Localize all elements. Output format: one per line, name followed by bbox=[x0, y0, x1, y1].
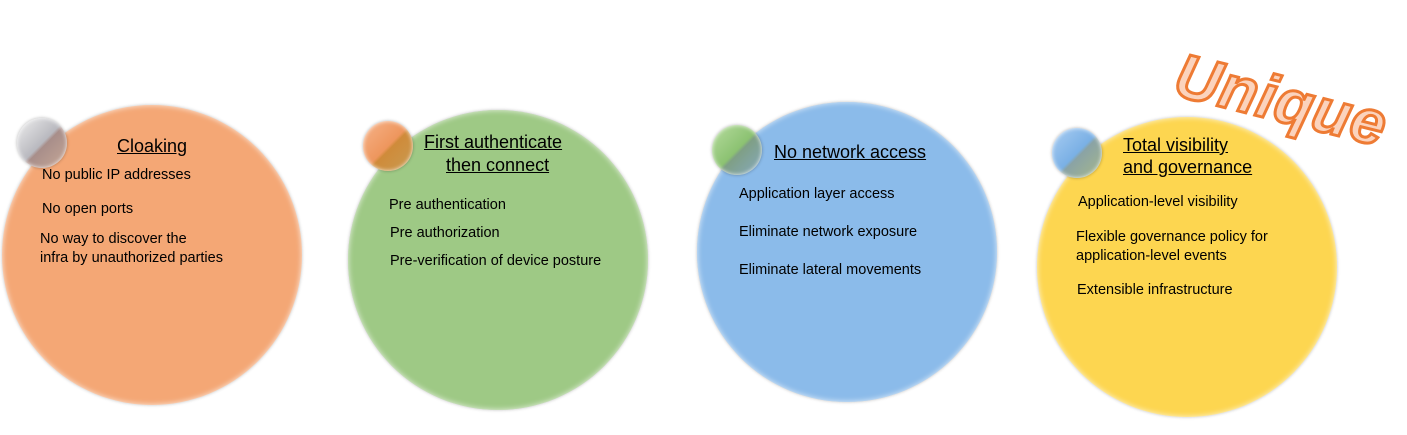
list-item: No way to discover the bbox=[40, 231, 187, 247]
authenticate-title-line2: then connect bbox=[446, 155, 550, 175]
list-item: Pre-verification of device posture bbox=[390, 253, 602, 269]
authenticate-title-line1: First authenticate bbox=[424, 132, 563, 152]
list-item: Flexible governance policy for bbox=[1076, 229, 1268, 245]
green-bubble-icon bbox=[712, 125, 762, 175]
visibility-title-line1: Total visibility bbox=[1123, 135, 1229, 155]
list-item: Application layer access bbox=[739, 186, 895, 202]
gray-bubble-icon bbox=[17, 118, 67, 168]
list-item: infra by unauthorized parties bbox=[40, 250, 223, 266]
list-item: Eliminate network exposure bbox=[739, 224, 918, 240]
cloaking-title: Cloaking bbox=[117, 136, 188, 156]
network-title: No network access bbox=[774, 142, 927, 162]
list-item: Pre authorization bbox=[390, 225, 500, 241]
list-item: No open ports bbox=[42, 201, 134, 217]
list-item: Pre authentication bbox=[389, 197, 506, 213]
list-item: No public IP addresses bbox=[42, 167, 191, 183]
orange-bubble-icon bbox=[363, 121, 413, 171]
list-item: Eliminate lateral movements bbox=[739, 262, 922, 278]
visibility-title-line2: and governance bbox=[1123, 157, 1253, 177]
list-item: Application-level visibility bbox=[1078, 194, 1238, 210]
blue-bubble-icon bbox=[1052, 128, 1102, 178]
list-item: Extensible infrastructure bbox=[1077, 282, 1233, 298]
list-item: application-level events bbox=[1076, 248, 1227, 264]
